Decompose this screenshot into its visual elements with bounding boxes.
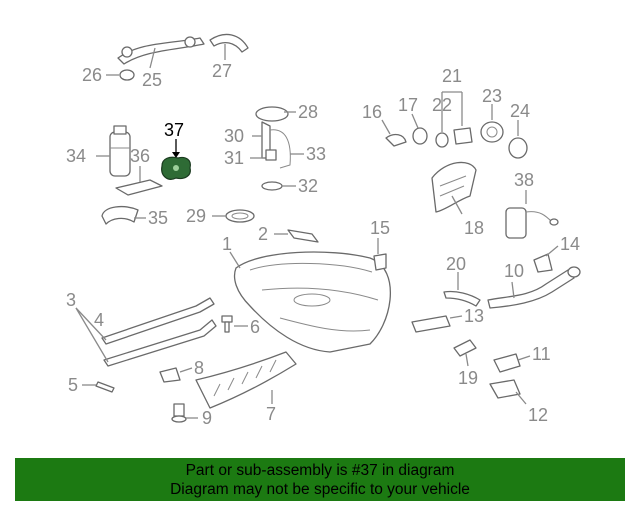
part-10-filler-pipe (487, 266, 581, 309)
part-13-protector (411, 315, 463, 333)
part-34-fuel-pump (96, 125, 131, 177)
label-1: 1 (222, 234, 232, 254)
part-38-vent-valve (505, 190, 559, 239)
part-14-bracket (533, 245, 559, 273)
label-8: 8 (194, 358, 204, 378)
label-20: 20 (446, 254, 466, 274)
part-18-filler-box (431, 161, 477, 215)
label-19: 19 (458, 368, 478, 388)
banner-line-2: Diagram may not be specific to your vehi… (170, 481, 470, 498)
part-19-grommet (453, 339, 477, 367)
part-35-bracket (101, 205, 146, 225)
label-9: 9 (202, 408, 212, 428)
part-12 (489, 379, 527, 405)
part-7-heat-shield (195, 351, 297, 409)
banner-line-1: Part or sub-assembly is #37 in diagram (185, 462, 455, 479)
part-30-33-sender-unit (250, 121, 304, 169)
label-5: 5 (68, 375, 78, 395)
label-4: 4 (94, 310, 104, 330)
part-27-hose (209, 33, 249, 60)
part-28-sender (255, 106, 296, 122)
label-3: 3 (66, 290, 76, 310)
label-12: 12 (528, 405, 548, 425)
part-37-highlighted (161, 139, 191, 180)
part-3-4-tank-bands (75, 297, 217, 367)
label-33: 33 (306, 144, 326, 164)
part-26-clamp (106, 69, 135, 81)
part-20-hose (443, 272, 481, 307)
label-6: 6 (250, 317, 260, 337)
label-28: 28 (298, 102, 318, 122)
label-35: 35 (148, 208, 168, 228)
label-15: 15 (370, 218, 390, 238)
label-24: 24 (510, 101, 530, 121)
part-8-clip (159, 367, 193, 383)
part-11 (493, 353, 531, 373)
label-13: 13 (464, 306, 484, 326)
label-21: 21 (442, 66, 462, 86)
parts-diagram: 1 2 3 4 5 6 7 8 9 10 11 12 13 14 15 16 1… (66, 33, 581, 428)
part-29-ring (212, 209, 255, 223)
part-17-21-22-cap-parts (411, 91, 473, 148)
label-31: 31 (224, 148, 244, 168)
part-9-bolt (171, 403, 198, 423)
part-6-bolt (221, 315, 248, 333)
part-15-clip (373, 238, 387, 271)
label-38: 38 (514, 170, 534, 190)
label-37-highlighted: 37 (164, 120, 184, 140)
part-24-seal (508, 120, 528, 159)
part-2-protector (274, 229, 319, 243)
label-10: 10 (504, 261, 524, 281)
label-11: 11 (532, 344, 551, 364)
label-30: 30 (224, 126, 244, 146)
label-23: 23 (482, 86, 502, 106)
label-17: 17 (398, 95, 418, 115)
label-16: 16 (362, 102, 382, 122)
label-29: 29 (186, 206, 206, 226)
label-2: 2 (258, 224, 268, 244)
part-16 (381, 119, 407, 147)
info-banner: Part or sub-assembly is #37 in diagram D… (15, 458, 625, 501)
part-23-filler-cap (480, 104, 504, 143)
label-26: 26 (82, 65, 102, 85)
label-18: 18 (464, 218, 484, 238)
label-34: 34 (66, 146, 86, 166)
part-32-gasket (261, 181, 296, 191)
part-1-fuel-tank (229, 251, 392, 353)
part-5-pin (82, 381, 115, 393)
label-32: 32 (298, 176, 318, 196)
part-25-tube (117, 36, 205, 69)
label-7: 7 (266, 404, 276, 424)
label-14: 14 (560, 234, 580, 254)
part-36-filter (115, 166, 163, 196)
label-25: 25 (142, 70, 162, 90)
label-36: 36 (130, 146, 150, 166)
label-27: 27 (212, 61, 232, 81)
label-22: 22 (432, 95, 452, 115)
